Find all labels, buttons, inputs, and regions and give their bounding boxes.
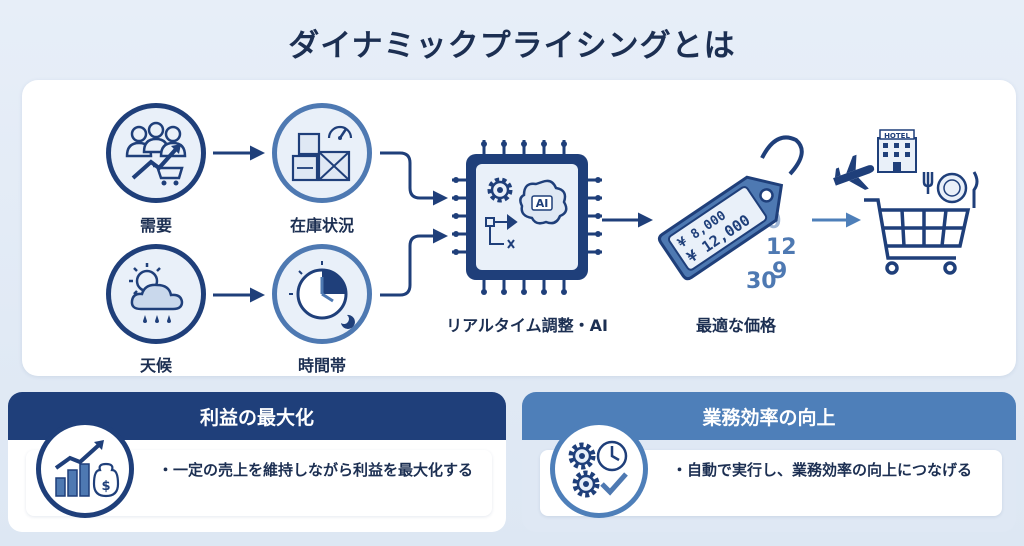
benefit-profit-badge: $ — [36, 420, 134, 518]
hotel-icon: HOTEL — [877, 129, 917, 173]
dining-icon — [922, 171, 979, 208]
ai-chip-icon: AI — [452, 140, 602, 295]
svg-text:30: 30 — [746, 269, 777, 294]
weather-circle — [106, 244, 206, 344]
gear-icon — [487, 177, 513, 203]
demand-label: 需要 — [139, 216, 172, 235]
outputs-group: HOTEL — [833, 129, 979, 275]
price-label: 最適な価格 — [695, 316, 776, 335]
airplane-icon — [833, 154, 875, 190]
benefit-profit-card: 利益の最大化 ・一定の売上を維持しながら利益を最大化する $ — [8, 392, 506, 532]
svg-text:12: 12 — [766, 235, 797, 260]
arrow-time-ai — [380, 228, 448, 297]
benefit-efficiency-card: 業務効率の向上 ・自動で実行し、業務効率の向上につなげる — [522, 392, 1016, 532]
svg-text:AI: AI — [536, 197, 549, 210]
crowd-cart-icon — [125, 121, 187, 186]
demand-circle — [106, 103, 206, 203]
benefit-profit-text: ・一定の売上を維持しながら利益を最大化する — [158, 461, 474, 479]
price-tag-icon: 0 12 9 30 ¥ 8,000 ¥ 12,000 — [657, 135, 804, 294]
arrow-inventory-ai — [380, 151, 448, 206]
growth-chart-money-icon: $ — [54, 440, 120, 498]
svg-text:HOTEL: HOTEL — [884, 132, 910, 140]
benefit-efficiency-text: ・自動で実行し、業務効率の向上につなげる — [672, 461, 973, 479]
gears-clock-check-icon — [568, 440, 628, 498]
time-circle — [272, 244, 372, 344]
boxes-gauge-icon — [291, 125, 353, 182]
inventory-label: 在庫状況 — [289, 216, 354, 235]
page-title: ダイナミックプライシングとは — [288, 28, 736, 64]
shopping-cart-icon — [864, 198, 971, 275]
sun-cloud-rain-icon — [129, 263, 184, 323]
processor-label: リアルタイム調整・AI — [446, 316, 608, 335]
clock-sun-moon-icon — [289, 261, 355, 329]
time-label: 時間帯 — [297, 356, 346, 375]
benefit-efficiency-badge — [550, 420, 648, 518]
svg-text:9: 9 — [772, 259, 787, 284]
weather-label: 天候 — [139, 356, 172, 375]
svg-text:$: $ — [101, 479, 110, 494]
inventory-circle — [272, 103, 372, 203]
